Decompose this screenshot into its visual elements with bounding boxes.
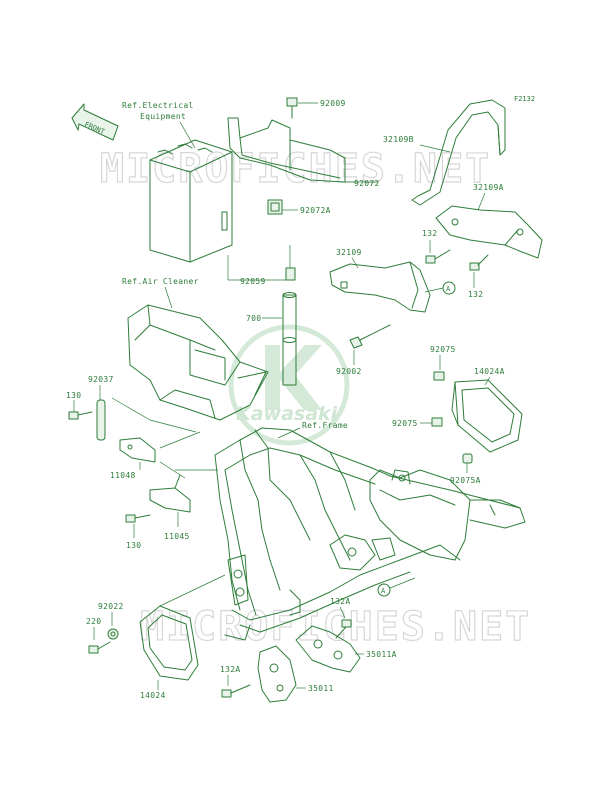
label-700: 700 [246,314,261,323]
washer-92022 [107,628,119,640]
bolt-132-b [469,254,489,271]
label-14024A: 14024A [474,367,505,376]
label-32109: 32109 [336,248,362,257]
label-130-bottom: 130 [126,541,141,550]
watermark-bottom: MICROFICHES.NET [140,604,531,650]
bolt-130-top [68,411,93,420]
label-35011: 35011 [308,684,334,693]
label-92022: 92022 [98,602,124,611]
battery [149,139,233,263]
pad-92072A [267,199,283,215]
strap-92037 [96,399,106,441]
grab-bar-32109B [411,99,506,206]
label-11048: 11048 [110,471,136,480]
bracket-32109 [329,261,431,313]
label-92075A: 92075A [450,476,481,485]
label-132-b: 132 [468,290,483,299]
label-92072A: 92072A [300,206,331,215]
label-132-a: 132 [422,229,437,238]
marker-a-bottom: A [377,583,391,597]
ref-air-cleaner: Ref.Air Cleaner [122,277,199,286]
frame [214,427,526,641]
bolt-132A-bottom [221,684,251,698]
grommet-92059 [285,267,296,281]
bolt-92009 [286,97,298,119]
cover-14024A [451,379,523,453]
label-92009: 92009 [320,99,346,108]
label-35011A: 35011A [366,650,397,659]
ref-electrical-line2: Equipment [140,112,186,121]
bolt-132-a [425,249,451,264]
label-92075-top: 92075 [430,345,456,354]
diagram-code: F2132 [514,95,535,103]
clip-92075-top [433,371,445,381]
ref-electrical-line1: Ref.Electrical [122,101,194,110]
bolt-92002 [349,324,391,349]
bracket-11048 [119,437,156,463]
label-132A-bottom: 132A [220,665,240,674]
cover-14024 [139,605,199,681]
ref-frame: Ref.Frame [302,421,348,430]
bolt-220 [88,641,111,654]
label-130-top: 130 [66,391,81,400]
air-cleaner-box [127,304,269,421]
grommet-92075A [462,453,473,464]
label-92072: 92072 [354,179,380,188]
footrest-bracket-35011 [257,645,297,703]
hose-700 [282,292,297,386]
label-220: 220 [86,617,101,626]
label-92059: 92059 [240,277,266,286]
marker-a-top-label: A [446,285,451,293]
front-arrow-icon: FRONT [71,103,119,141]
bracket-11045 [149,474,191,513]
label-32109B: 32109B [383,135,414,144]
label-92075-bottom: 92075 [392,419,418,428]
label-11045: 11045 [164,532,190,541]
footrest-plate-35011A [295,625,361,673]
kawasaki-logo-text: Kawasaki [236,403,338,425]
battery-bracket-92072 [227,117,346,183]
label-14024: 14024 [140,691,166,700]
label-92037: 92037 [88,375,114,384]
bolt-130-bottom [125,514,151,523]
kawasaki-logo: Kawasaki [228,324,350,446]
bracket-32109A [435,205,543,259]
label-32109A: 32109A [473,183,504,192]
label-132A-top: 132A [330,597,350,606]
marker-a-top: A [442,281,456,295]
clip-92075-bottom [431,417,443,427]
marker-a-bottom-label: A [381,587,386,595]
label-92002: 92002 [336,367,362,376]
